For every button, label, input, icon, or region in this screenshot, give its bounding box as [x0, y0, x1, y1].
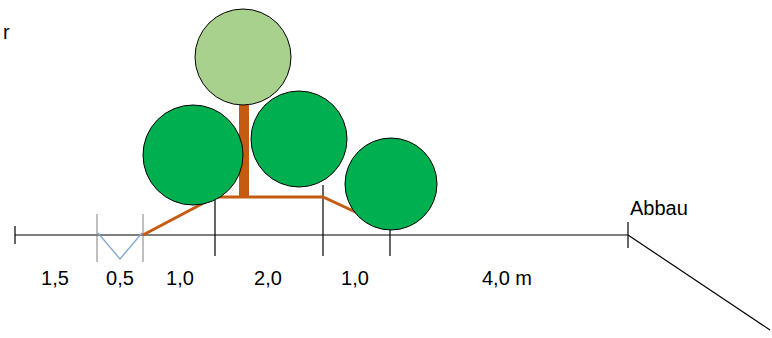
dimension-ticks — [15, 185, 628, 256]
site-label: Abbau — [630, 198, 688, 218]
shrub-crown — [345, 138, 437, 230]
shrub-crown — [251, 91, 347, 187]
dimension-label: 2,0 — [254, 268, 282, 288]
dimension-label: 1,0 — [166, 268, 194, 288]
partial-label: r — [3, 22, 10, 42]
shrub-crown — [143, 105, 243, 205]
ditch — [98, 233, 142, 259]
tree-crown — [195, 9, 291, 105]
ground-line — [15, 234, 628, 235]
dimension-label: 0,5 — [106, 268, 134, 288]
excavation-slope — [628, 235, 770, 330]
dimension-label: 1,0 — [341, 268, 369, 288]
dimension-label: 1,5 — [41, 268, 69, 288]
ditch-ticks — [97, 214, 143, 262]
dimension-label: 4,0 m — [482, 268, 532, 288]
